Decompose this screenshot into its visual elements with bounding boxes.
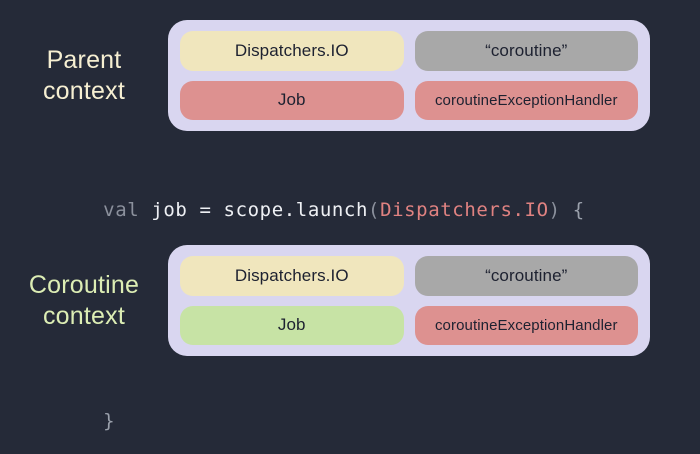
parent-chip-dispatchers: Dispatchers.IO (180, 31, 404, 71)
code-token-brace-close: } (103, 410, 116, 432)
code-token-brace-open: { (560, 199, 585, 221)
slide-canvas: Parent context Dispatchers.IO “coroutine… (8, 20, 650, 432)
code-token-paren-close: ) (548, 199, 561, 221)
parent-context-label: Parent context (8, 20, 160, 131)
coroutine-context-box: Dispatchers.IO “coroutine” Job coroutine… (168, 245, 650, 356)
parent-chip-exception-handler: coroutineExceptionHandler (414, 80, 638, 120)
code-token-assignment: job = scope.launch (151, 199, 369, 221)
coroutine-chip-job: Job (180, 305, 404, 345)
coroutine-context-row-1: Dispatchers.IO “coroutine” (180, 256, 638, 296)
code-line-launch: val job = scope.launch(Dispatchers.IO) { (55, 177, 585, 243)
coroutine-context-label: Coroutine context (8, 245, 160, 356)
code-token-paren-open: ( (368, 199, 381, 221)
parent-context-box: Dispatchers.IO “coroutine” Job coroutine… (168, 20, 650, 131)
parent-context-label-line2: context (42, 76, 125, 105)
parent-context-row-1: Dispatchers.IO “coroutine” (180, 31, 638, 71)
parent-chip-job: Job (180, 80, 404, 120)
coroutine-chip-coroutine-name: “coroutine” (414, 256, 638, 296)
coroutine-chip-exception-handler: coroutineExceptionHandler (414, 305, 638, 345)
coroutine-context-label-line1: Coroutine (28, 270, 140, 299)
coroutine-context-row-2: Job coroutineExceptionHandler (180, 305, 638, 345)
coroutine-context-label-line2: context (42, 301, 125, 330)
parent-context-row-2: Job coroutineExceptionHandler (180, 80, 638, 120)
code-line-closing-brace: } (55, 388, 115, 454)
coroutine-chip-dispatchers: Dispatchers.IO (180, 256, 404, 296)
parent-chip-coroutine-name: “coroutine” (414, 31, 638, 71)
parent-context-label-line1: Parent (46, 45, 122, 74)
code-token-val: val (103, 199, 152, 221)
code-token-dispatchers-io: Dispatchers.IO (380, 199, 549, 221)
